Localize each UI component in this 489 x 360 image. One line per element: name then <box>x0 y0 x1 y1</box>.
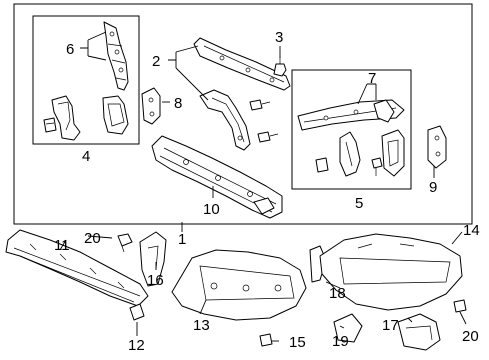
callout-17: 17 <box>382 317 399 334</box>
part-3-bolt <box>273 56 287 77</box>
callout-12: 12 <box>128 337 145 354</box>
part-20-clip-right <box>453 299 467 313</box>
callout-6: 6 <box>66 41 74 58</box>
callout-16: 16 <box>147 272 164 289</box>
part-13-under-cover <box>171 249 307 321</box>
callout-1: 1 <box>178 231 186 248</box>
part-14-under-cover <box>319 233 463 311</box>
part-4-brace <box>51 95 81 141</box>
part-8-bracket <box>141 87 161 125</box>
part-6-bracket <box>103 21 129 91</box>
part-5-bolt <box>371 157 383 176</box>
part-10-lower-tie-bar <box>151 135 283 219</box>
callout-20-left: 20 <box>84 230 101 247</box>
callout-9: 9 <box>429 179 437 196</box>
part-19-bracket <box>333 313 363 343</box>
callout-11: 11 <box>54 237 70 254</box>
bolt-upper-middle <box>249 99 271 111</box>
part-9-bracket <box>427 125 447 169</box>
part-2-lower-bracket <box>199 89 251 151</box>
part-5-plate <box>381 129 405 177</box>
part-4-clip <box>43 117 57 133</box>
main-assembly-frame <box>13 3 473 225</box>
subassembly-box-right <box>291 69 412 190</box>
bolt-lower-middle <box>257 131 279 143</box>
callout-10: 10 <box>203 201 220 218</box>
callout-14: 14 <box>463 222 480 239</box>
part-17-bracket <box>397 313 441 351</box>
callout-3: 3 <box>275 29 283 46</box>
part-11-under-shield <box>5 229 149 307</box>
part-5-clip <box>315 157 329 173</box>
callout-13: 13 <box>193 317 210 334</box>
part-6-reinforcement <box>102 95 129 135</box>
part-5-brace <box>339 131 361 177</box>
callout-15: 15 <box>289 334 306 351</box>
callout-19: 19 <box>332 333 349 350</box>
part-7-end-bracket <box>373 99 395 123</box>
subassembly-box-left <box>32 15 140 145</box>
leader-lines <box>59 31 467 342</box>
callout-5: 5 <box>355 195 363 212</box>
callout-2: 2 <box>152 53 160 70</box>
callout-7: 7 <box>368 70 376 87</box>
callout-8: 8 <box>174 95 182 112</box>
part-15-clip <box>259 333 273 347</box>
part-12-clip <box>129 303 145 321</box>
callout-20-right: 20 <box>462 328 479 345</box>
part-16-bracket <box>139 231 167 287</box>
callout-18: 18 <box>329 285 346 302</box>
part-20-clip-left <box>117 233 133 253</box>
callout-4: 4 <box>82 148 90 165</box>
part-2-upper-tie-bar <box>193 37 291 91</box>
